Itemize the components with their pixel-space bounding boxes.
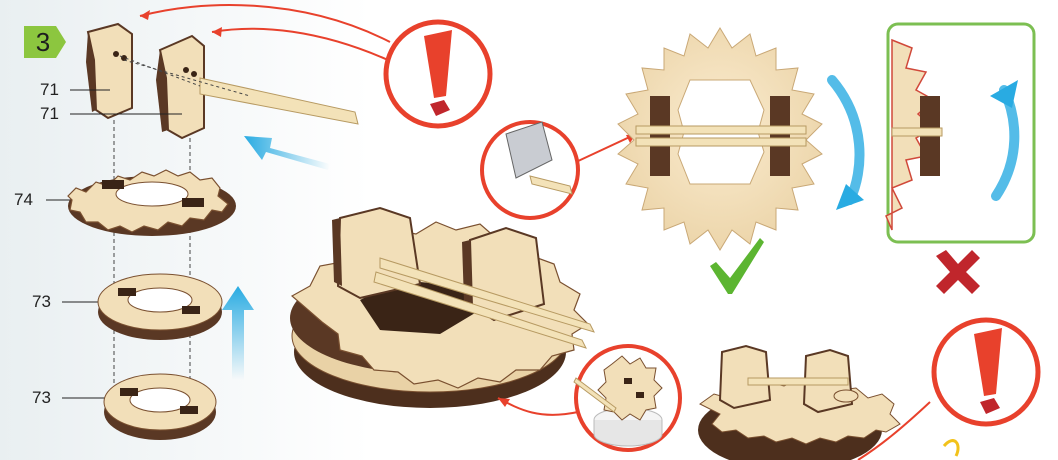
step-number: 3 xyxy=(30,26,56,58)
warning-icon xyxy=(386,22,490,126)
part-label-71-bottom: 71 xyxy=(40,104,59,124)
part-label-73-lower: 73 xyxy=(32,388,51,408)
part-73-ring-upper xyxy=(98,274,222,340)
part-label-73-upper: 73 xyxy=(32,292,51,312)
part-label-71-top: 71 xyxy=(40,80,59,100)
step-badge: 3 xyxy=(22,24,68,60)
part-label-74: 74 xyxy=(14,190,33,210)
warning-icon xyxy=(934,320,1038,424)
knife-inset xyxy=(482,122,578,218)
glue-inset xyxy=(574,346,680,450)
part-73-ring-lower xyxy=(104,374,216,440)
part-71-upright-left xyxy=(86,24,132,118)
part-71-upright-right xyxy=(156,36,204,138)
